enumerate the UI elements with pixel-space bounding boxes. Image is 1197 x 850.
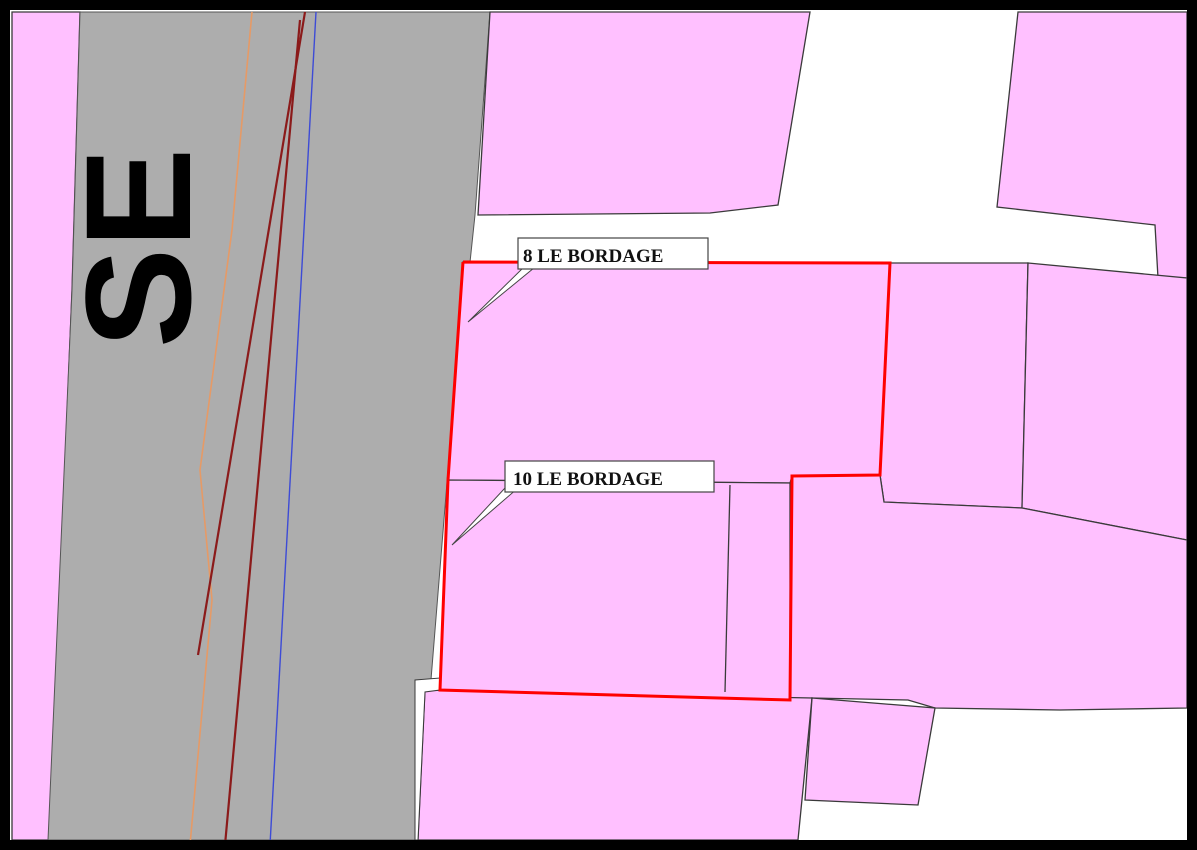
parcel-divider-10 (724, 484, 731, 693)
network-line-orange (189, 11, 253, 846)
label-text-10: 10 LE BORDAGE (513, 469, 663, 490)
parcel-north[interactable] (477, 11, 811, 216)
network-line-blue (269, 11, 317, 846)
parcel-south-middle[interactable] (804, 697, 936, 806)
label-10-le-bordage[interactable]: 10 LE BORDAGE (451, 460, 715, 546)
selection-outline[interactable] (438, 260, 892, 702)
network-line-darkred-2 (223, 19, 302, 846)
parcel-east-far[interactable] (1021, 262, 1188, 541)
label-box-10 (504, 460, 715, 493)
label-text-8: 8 LE BORDAGE (523, 246, 663, 267)
parcel-south-main[interactable] (417, 689, 813, 841)
parcel-east-upper[interactable] (879, 262, 1029, 509)
label-8-le-bordage[interactable]: 8 LE BORDAGE (467, 237, 709, 323)
parcel-10-le-bordage[interactable] (439, 479, 791, 701)
parcel-8-le-bordage[interactable] (447, 261, 891, 484)
network-line-darkred-1 (196, 11, 307, 656)
label-box-8 (517, 237, 709, 270)
road-name-fragment: SE (54, 148, 222, 348)
